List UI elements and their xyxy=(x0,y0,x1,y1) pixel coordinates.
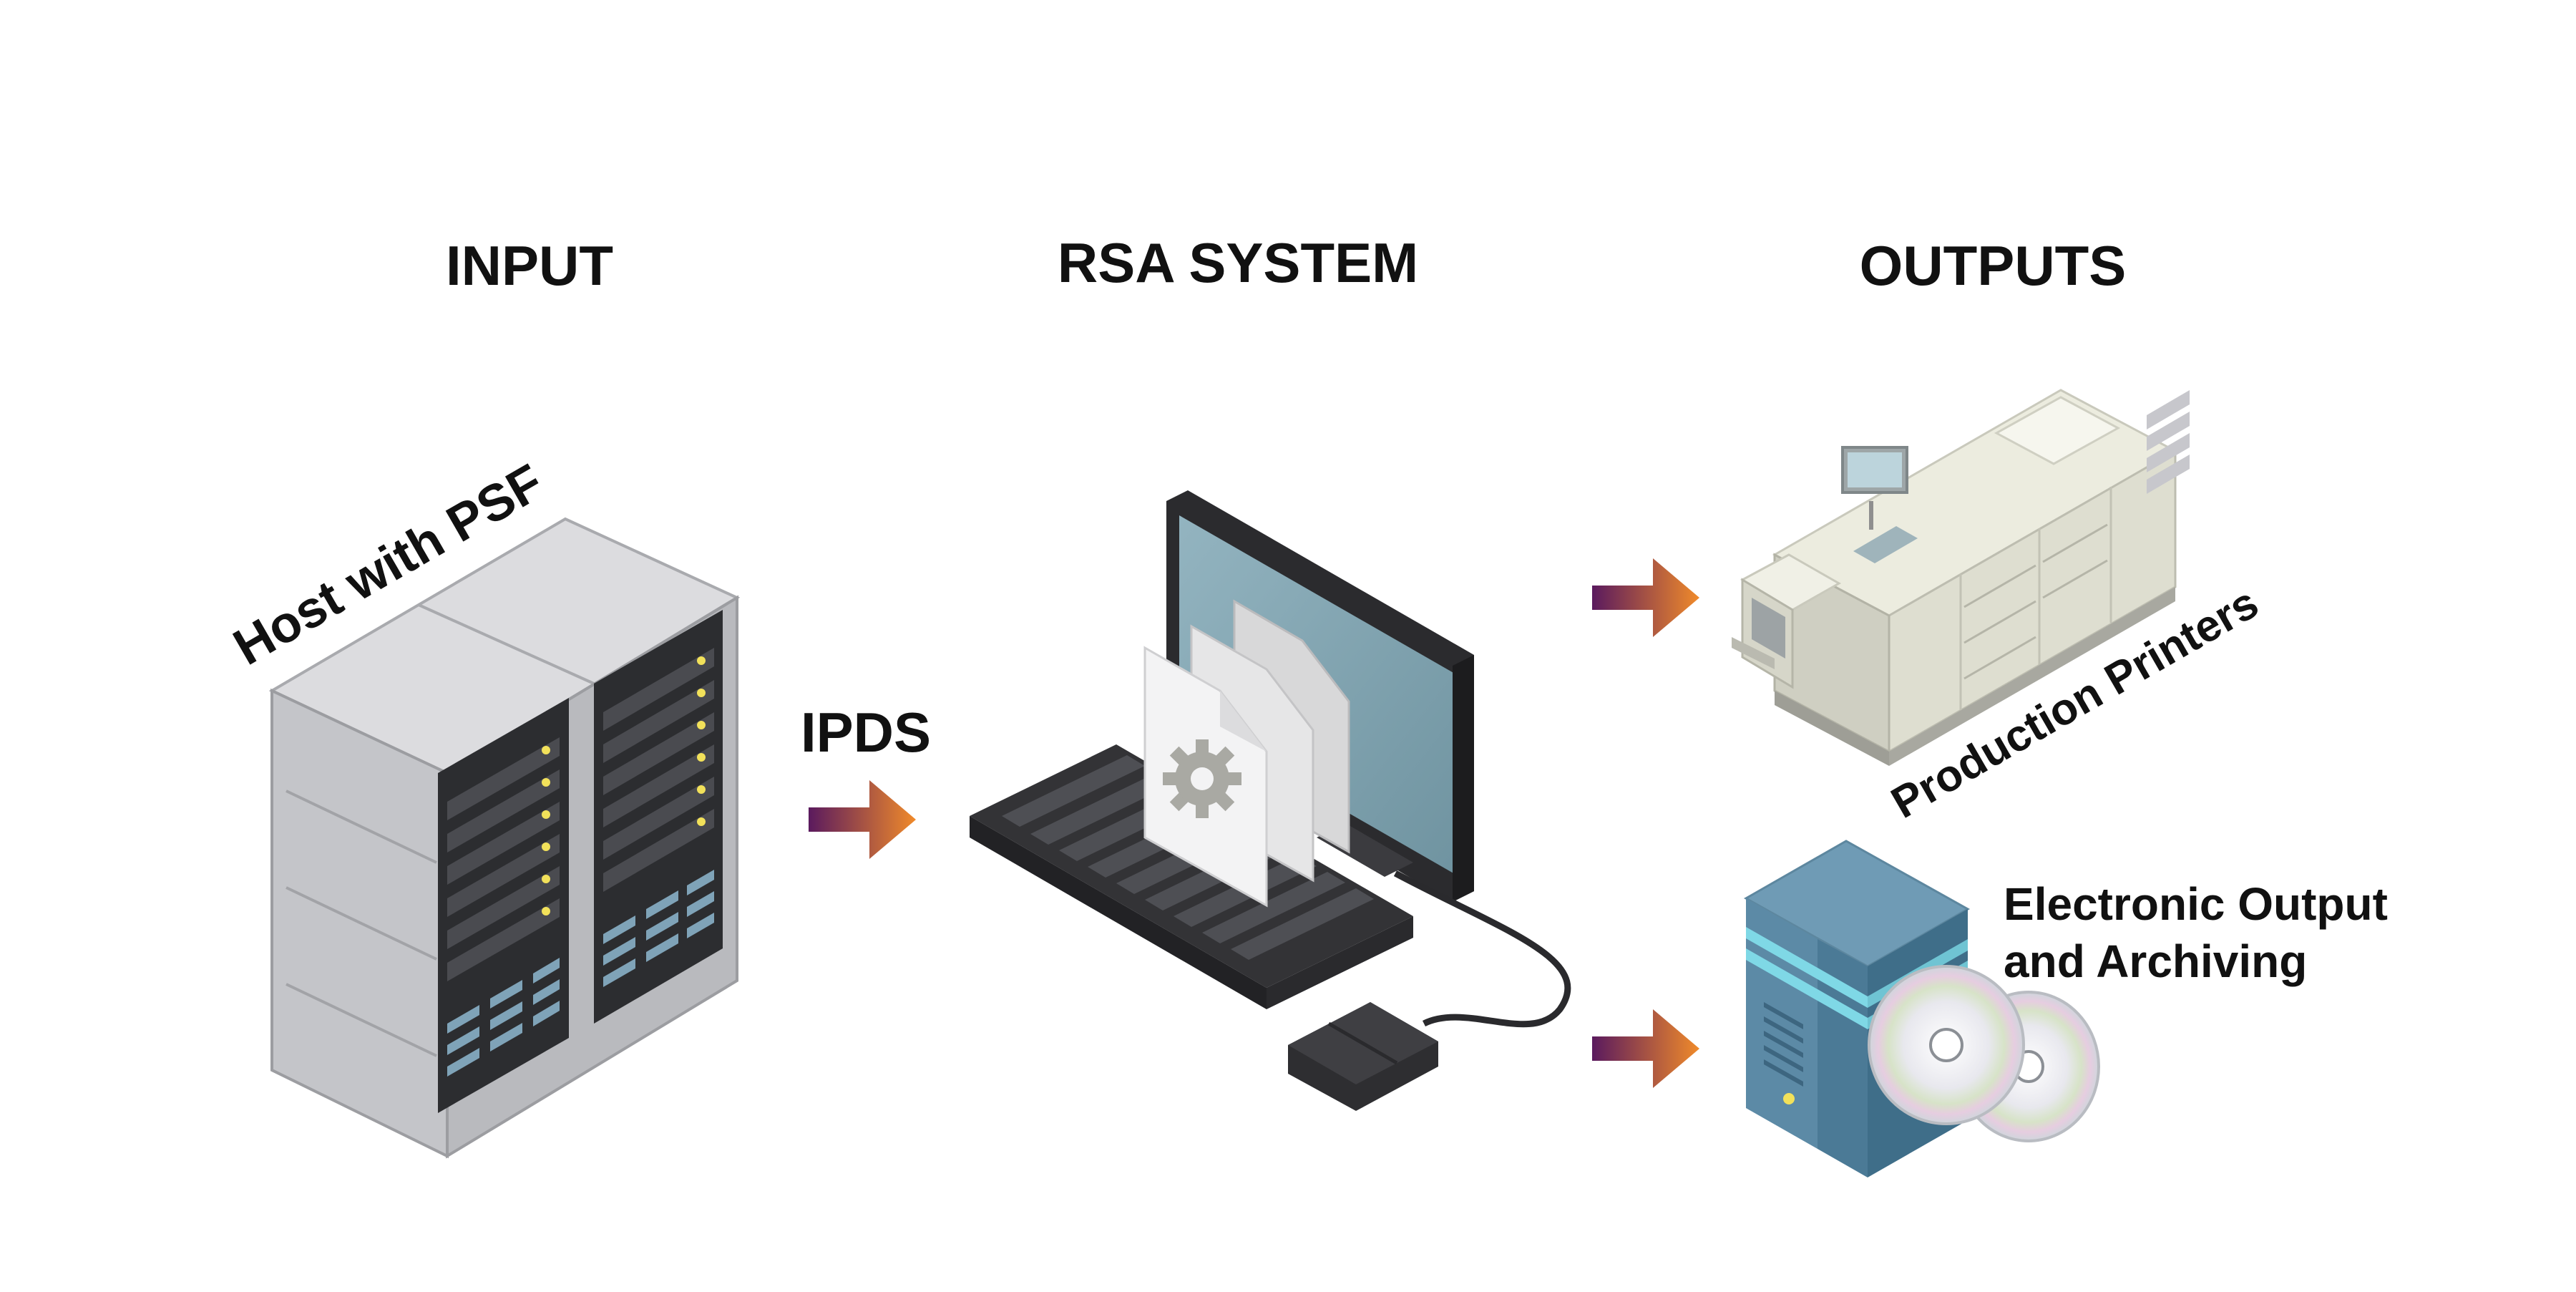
heading-outputs: OUTPUTS xyxy=(1860,234,2127,297)
arrow-right-icon xyxy=(1592,1009,1699,1088)
computer-workstation-icon xyxy=(970,490,1568,1111)
optical-disc-icon xyxy=(1869,966,2024,1124)
heading-rsa-system: RSA SYSTEM xyxy=(1058,231,1418,294)
production-printer-icon xyxy=(1732,390,2190,766)
arrow-right-icon xyxy=(1592,558,1699,637)
arrow-right-icon xyxy=(809,780,916,859)
heading-input: INPUT xyxy=(446,234,613,297)
label-ipds: IPDS xyxy=(801,701,931,764)
gear-icon xyxy=(1163,739,1241,818)
label-electronic-output-line1: Electronic Output xyxy=(2004,878,2388,930)
label-electronic-output-line2: and Archiving xyxy=(2004,936,2307,987)
